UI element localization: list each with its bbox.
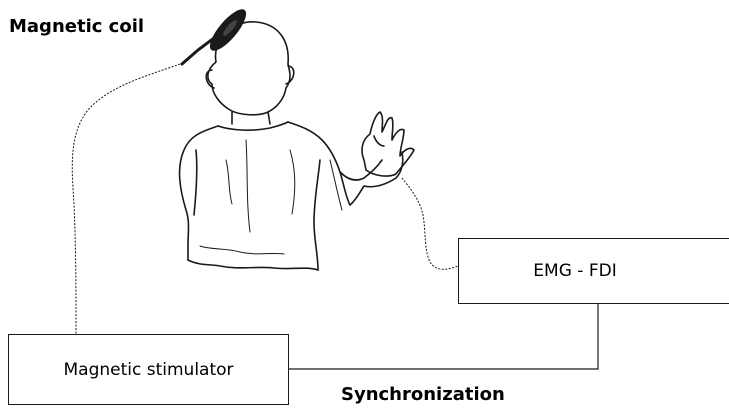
sync-connector bbox=[288, 304, 599, 370]
sync-label: Synchronization bbox=[341, 384, 505, 405]
coil-cable bbox=[71, 63, 181, 335]
person-hand bbox=[361, 111, 415, 177]
emg-label: EMG - FDI bbox=[533, 261, 617, 281]
emg-box: EMG - FDI bbox=[458, 238, 729, 304]
coil-label: Magnetic coil bbox=[9, 16, 145, 37]
stimulator-box: Magnetic stimulator bbox=[8, 334, 289, 405]
emg-wire bbox=[401, 177, 459, 270]
stimulator-label: Magnetic stimulator bbox=[63, 359, 234, 380]
person-figure bbox=[178, 21, 415, 271]
coil-icon bbox=[180, 9, 247, 66]
